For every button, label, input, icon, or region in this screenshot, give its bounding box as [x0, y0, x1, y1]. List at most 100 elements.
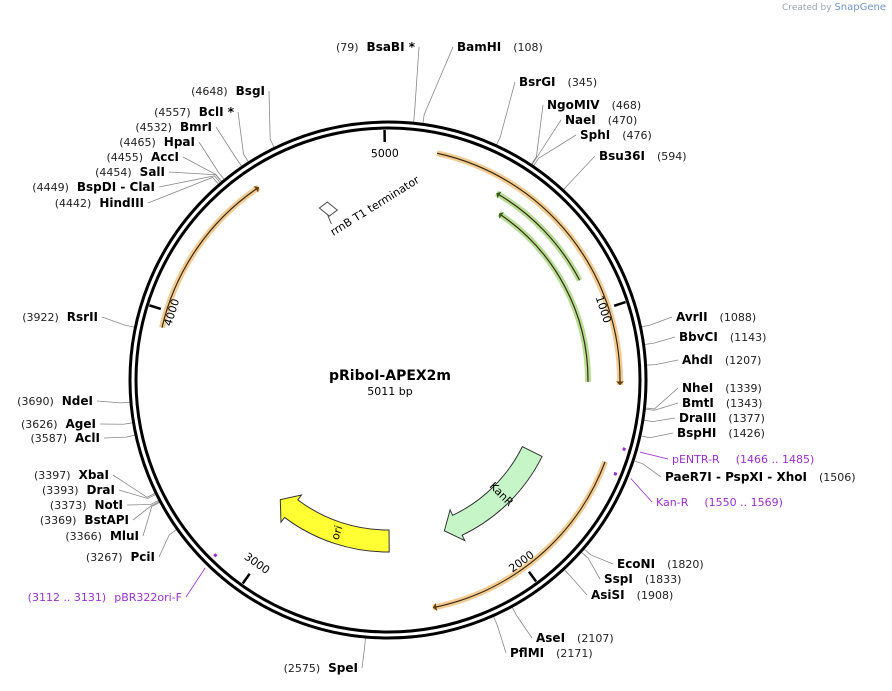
- ori-feature: ori: [279, 494, 390, 553]
- site-leader-line: [563, 568, 588, 596]
- site-rsrii[interactable]: RsrII(3922): [22, 310, 98, 324]
- rrnb-t1-terminator-feature: rrnB T1 terminator: [318, 173, 422, 239]
- orange-feature-arrow: [432, 460, 608, 611]
- site-bstapi[interactable]: BstAPI(3369): [40, 513, 129, 527]
- site-position: (4442): [55, 197, 92, 210]
- terminator-icon: [318, 201, 339, 225]
- site-bsrgi[interactable]: BsrGI(345): [519, 75, 597, 89]
- site-acli[interactable]: AclI(3587): [30, 431, 100, 445]
- site-position: (4532): [135, 121, 172, 134]
- primer-pentr-r[interactable]: pENTR-R (1466 .. 1485): [622, 447, 815, 466]
- feature-arrowhead: [499, 212, 504, 219]
- primer-pbr322ori-f[interactable]: pBR322ori-F(3112 .. 3131): [28, 553, 218, 604]
- site-drai[interactable]: DraI(3393): [42, 483, 115, 497]
- site-bsu36i[interactable]: Bsu36I(594): [599, 149, 687, 163]
- site-position: (1426): [728, 427, 765, 440]
- site-leader-line: [643, 336, 676, 346]
- site-name: PciI: [131, 550, 156, 564]
- site-leader-line: [645, 359, 679, 366]
- snapgene-credit: Created by SnapGene: [782, 2, 886, 13]
- site-asei[interactable]: AseI(2107): [536, 631, 614, 645]
- primer-range: (3112 .. 3131): [28, 591, 107, 604]
- tick-label-1000: 1000: [593, 294, 614, 325]
- site-position: (3690): [17, 395, 54, 408]
- site-name: HpaI: [164, 135, 195, 149]
- site-name: NotI: [95, 498, 124, 512]
- tick-mark-2000: [527, 571, 538, 583]
- site-econi[interactable]: EcoNI(1820): [617, 557, 704, 571]
- site-ndei[interactable]: NdeI(3690): [17, 394, 93, 408]
- site-position: (108): [513, 41, 543, 54]
- site-name: AsiSI: [591, 588, 625, 602]
- site-bmri[interactable]: BmrI(4532): [135, 120, 212, 134]
- site-name: PflMI: [510, 646, 544, 660]
- green-feature-arrow: [495, 190, 583, 282]
- site-mlui[interactable]: MluI(3366): [65, 529, 139, 543]
- leader-lines: [96, 46, 679, 669]
- ori-arrow-shape: [279, 494, 390, 553]
- primer-name: pENTR-R: [672, 453, 720, 466]
- site-sali[interactable]: SalI(4454): [95, 165, 165, 179]
- orange-feature-arrow: [436, 150, 624, 386]
- site-ngomiv[interactable]: NgoMIV(468): [547, 98, 641, 112]
- site-pflmi[interactable]: PflMI(2171): [510, 646, 593, 660]
- site-name: BstAPI: [84, 513, 129, 527]
- primer-kan-r[interactable]: Kan-R(1550 .. 1569): [613, 471, 783, 509]
- site-hindiii[interactable]: HindIII(4442): [55, 196, 144, 210]
- site-name: NheI: [682, 381, 713, 395]
- feature-arc-core: [432, 461, 606, 609]
- site-bamhi[interactable]: BamHI(108): [457, 40, 543, 54]
- site-sphi[interactable]: SphI(476): [580, 128, 652, 142]
- site-leader-line: [580, 551, 601, 580]
- feature-arc-halo: [436, 150, 623, 386]
- site-bspdi-clai[interactable]: BspDI - ClaI(4449): [32, 180, 155, 194]
- site-bbvci[interactable]: BbvCI(1143): [679, 330, 766, 344]
- green-feature-arrow: [497, 211, 591, 382]
- site-bsgi[interactable]: BsgI(4648): [191, 84, 265, 98]
- site-acci[interactable]: AccI(4455): [106, 150, 179, 164]
- site-name: PaeR7I - PspXI - XhoI: [665, 470, 807, 484]
- snapgene-logo-text: SnapGene: [834, 2, 886, 13]
- site-ahdi[interactable]: AhdI(1207): [682, 353, 761, 367]
- site-draiii[interactable]: DraIII(1377): [679, 411, 765, 425]
- site-avrii[interactable]: AvrII(1088): [676, 310, 756, 324]
- tick-label-5000: 5000: [371, 147, 399, 160]
- site-position: (4648): [191, 85, 228, 98]
- site-position: (1506): [819, 471, 856, 484]
- site-leader-line: [640, 316, 673, 328]
- site-bcli[interactable]: BclI *(4557): [154, 105, 235, 119]
- site-position: (3267): [86, 551, 123, 564]
- site-position: (3373): [50, 499, 87, 512]
- site-name: BsrGI: [519, 75, 556, 89]
- site-paer7i-pspxi-xhoi[interactable]: PaeR7I - PspXI - XhoI (1506): [665, 470, 856, 484]
- site-pcii[interactable]: PciI (3267): [86, 550, 155, 564]
- site-asisi[interactable]: AsiSI(1908): [591, 588, 673, 602]
- site-hpai[interactable]: HpaI (4465): [119, 135, 195, 149]
- site-name: SphI: [580, 128, 610, 142]
- site-position: (3393): [42, 484, 79, 497]
- site-position: (594): [657, 150, 687, 163]
- site-spei[interactable]: SpeI(2575): [284, 661, 358, 675]
- site-nhei[interactable]: NheI(1339): [682, 381, 762, 395]
- plasmid-name: pRiboI-APEX2m: [329, 368, 451, 384]
- site-xbai[interactable]: XbaI(3397): [34, 468, 109, 482]
- site-agei[interactable]: AgeI(3626): [21, 417, 96, 431]
- site-bsphi[interactable]: BspHI(1426): [677, 426, 765, 440]
- site-position: (4465): [119, 136, 156, 149]
- plasmid-backbone: [128, 120, 648, 640]
- primer-leader-line: [630, 478, 653, 503]
- site-noti[interactable]: NotI (3373): [50, 498, 123, 512]
- site-leader-line: [562, 155, 596, 191]
- primer-range: (1466 .. 1485): [736, 453, 815, 466]
- site-sspi[interactable]: SspI(1833): [604, 572, 681, 586]
- site-bmti[interactable]: BmtI(1343): [682, 396, 762, 410]
- site-leader-line: [158, 175, 222, 188]
- site-name: SpeI: [328, 661, 358, 675]
- site-bsabi[interactable]: BsaBI *(79): [336, 40, 416, 54]
- site-naei[interactable]: NaeI(470): [565, 113, 637, 127]
- feature-arc-core: [161, 186, 260, 328]
- site-name: DraIII: [679, 411, 716, 425]
- site-leader-line: [147, 176, 220, 204]
- feature-arrowhead: [253, 185, 259, 193]
- site-name: AccI: [151, 150, 179, 164]
